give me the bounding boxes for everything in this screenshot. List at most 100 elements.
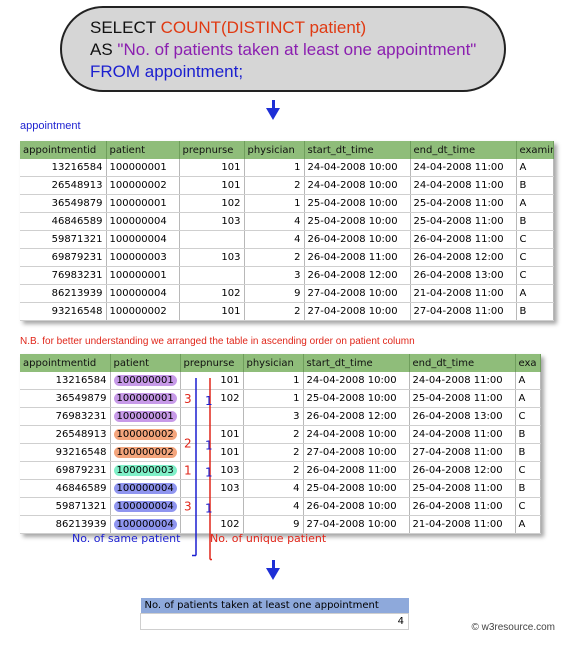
column-header: physician — [244, 141, 305, 159]
table-cell: 101 — [179, 159, 245, 177]
table-cell: 1 — [243, 372, 304, 390]
unique-patient-count: 1 — [205, 466, 213, 480]
same-patient-count: 3 — [184, 500, 192, 514]
table-cell: 25-04-2008 10:00 — [303, 479, 410, 498]
table-cell: 24-04-2008 10:00 — [303, 372, 410, 390]
table-cell: B — [515, 443, 541, 462]
result-header: No. of patients taken at least one appoi… — [140, 598, 409, 614]
table-cell: 24-04-2008 10:00 — [303, 425, 410, 444]
table1-title: appointment — [20, 120, 81, 132]
table-cell: 100000001 — [110, 389, 181, 408]
column-header: start_dt_time — [304, 141, 411, 159]
table-cell: 103 — [179, 212, 245, 231]
table-cell: 100000004 — [110, 515, 181, 534]
sql-line-2: AS "No. of patients taken at least one a… — [90, 40, 477, 59]
table-cell: 25-04-2008 10:00 — [303, 389, 410, 408]
column-header: physician — [243, 354, 304, 372]
patient-highlight: 100000002 — [113, 447, 177, 458]
table-cell: 3 — [244, 266, 305, 285]
table-cell: 13216584 — [20, 372, 111, 390]
table-cell: C — [515, 407, 541, 426]
table-cell: 1 — [244, 159, 305, 177]
column-header: exa — [515, 354, 541, 372]
column-header: appointmentid — [20, 141, 107, 159]
table-cell: 100000004 — [106, 284, 180, 303]
table-cell: B — [515, 479, 541, 498]
table-cell: 4 — [243, 497, 304, 516]
table-cell: 25-04-2008 11:00 — [409, 479, 516, 498]
table-cell: 36549879 — [20, 389, 111, 408]
table-cell: A — [515, 515, 541, 534]
table-cell: 25-04-2008 11:00 — [410, 212, 517, 231]
table-cell: 1 — [244, 194, 305, 213]
table-cell: 100000001 — [106, 194, 180, 213]
patient-highlight: 100000001 — [113, 411, 177, 422]
table-cell: C — [516, 248, 554, 267]
table-cell: 93216548 — [20, 302, 107, 321]
table-cell: 26-04-2008 11:00 — [410, 230, 517, 249]
table-cell: 100000001 — [106, 266, 180, 285]
column-header: start_dt_time — [303, 354, 410, 372]
unique-patient-count: 1 — [205, 394, 213, 408]
table-cell: 26-04-2008 11:00 — [409, 497, 516, 516]
table-cell: B — [516, 176, 554, 195]
unique-patient-count: 1 — [205, 502, 213, 516]
table-cell: 86213939 — [20, 515, 111, 534]
table-cell — [179, 266, 245, 285]
table-cell: 26-04-2008 12:00 — [303, 407, 410, 426]
table-cell: 25-04-2008 10:00 — [304, 212, 411, 231]
table-cell: 26-04-2008 13:00 — [410, 266, 517, 285]
column-header: appointmentid — [20, 354, 111, 372]
patient-highlight: 100000001 — [113, 375, 177, 386]
table-cell: 3 — [243, 407, 304, 426]
table-cell: 21-04-2008 11:00 — [409, 515, 516, 534]
table-cell: A — [515, 389, 541, 408]
column-header: prepnurse — [180, 354, 244, 372]
table-cell: 100000003 — [110, 461, 181, 480]
column-header: examin — [516, 141, 554, 159]
table-cell: 27-04-2008 11:00 — [410, 302, 517, 321]
table-cell: 27-04-2008 10:00 — [304, 302, 411, 321]
table-cell: 69879231 — [20, 461, 111, 480]
table-cell: 26-04-2008 10:00 — [304, 230, 411, 249]
table-cell: 26548913 — [20, 425, 111, 444]
table-cell: 26-04-2008 12:00 — [409, 461, 516, 480]
result-table: No. of patients taken at least one appoi… — [140, 598, 409, 630]
table-cell: 27-04-2008 10:00 — [304, 284, 411, 303]
patient-highlight: 100000004 — [113, 519, 177, 530]
patient-highlight: 100000002 — [113, 429, 177, 440]
table-cell: 24-04-2008 11:00 — [409, 425, 516, 444]
table-cell: 93216548 — [20, 443, 111, 462]
table-cell: 27-04-2008 11:00 — [409, 443, 516, 462]
result-value: 4 — [140, 613, 409, 630]
table-cell: 21-04-2008 11:00 — [410, 284, 517, 303]
table-cell: 26-04-2008 13:00 — [409, 407, 516, 426]
table-cell: 76983231 — [20, 407, 111, 426]
column-header: end_dt_time — [409, 354, 516, 372]
label-unique-patient: No. of unique patient — [210, 532, 327, 545]
table-cell: 100000004 — [106, 230, 180, 249]
table-cell: C — [515, 497, 541, 516]
table-cell: 2 — [243, 425, 304, 444]
table-cell: 100000002 — [106, 302, 180, 321]
label-same-patient: No. of same patient — [72, 532, 181, 545]
table-cell: 26-04-2008 11:00 — [303, 461, 410, 480]
patient-highlight: 100000004 — [113, 483, 177, 494]
table-cell: 24-04-2008 10:00 — [304, 176, 411, 195]
table-cell: 24-04-2008 11:00 — [410, 159, 517, 177]
table-cell: 2 — [244, 176, 305, 195]
table-cell: 100000001 — [106, 159, 180, 177]
table-cell: 26-04-2008 12:00 — [410, 248, 517, 267]
table-cell: 2 — [243, 461, 304, 480]
table-cell: 9 — [244, 284, 305, 303]
table-cell: 86213939 — [20, 284, 107, 303]
table-cell: 4 — [244, 230, 305, 249]
